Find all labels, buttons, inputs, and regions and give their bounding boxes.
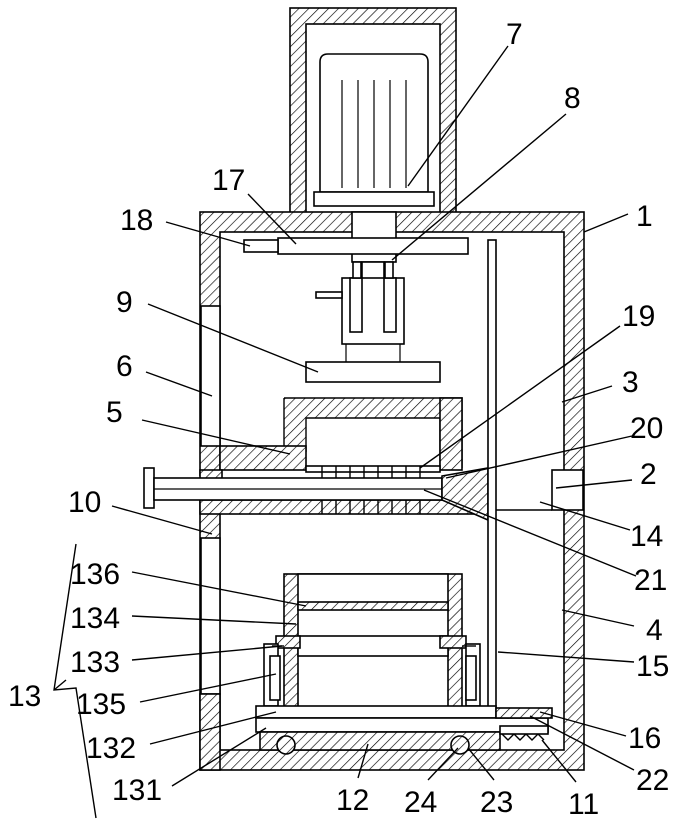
label-20: 20 [630, 412, 663, 445]
collection-box [264, 574, 480, 722]
label-11: 11 [568, 788, 599, 821]
label-136: 136 [70, 558, 120, 591]
label-23: 23 [480, 786, 513, 819]
label-16: 16 [628, 722, 661, 755]
label-4: 4 [646, 614, 663, 647]
label-9: 9 [116, 286, 133, 319]
cam-bar [244, 238, 468, 254]
label-18: 18 [120, 204, 153, 237]
label-135: 135 [76, 688, 126, 721]
label-24: 24 [404, 786, 437, 819]
label-21: 21 [634, 564, 667, 597]
label-12: 12 [336, 784, 369, 817]
label-133: 133 [70, 646, 120, 679]
label-13: 13 [8, 680, 41, 713]
label-5: 5 [106, 396, 123, 429]
wheel-right-icon [451, 736, 469, 754]
label-3: 3 [622, 366, 639, 399]
label-131: 131 [112, 774, 162, 807]
label-15: 15 [636, 650, 669, 683]
label-2: 2 [640, 458, 657, 491]
label-22: 22 [636, 764, 669, 797]
label-19: 19 [622, 300, 655, 333]
coupling [316, 262, 404, 362]
label-10: 10 [68, 486, 101, 519]
label-134: 134 [70, 602, 120, 635]
label-8: 8 [564, 82, 581, 115]
label-7: 7 [506, 18, 523, 51]
press-plate [306, 362, 440, 382]
wheel-left-icon [277, 736, 295, 754]
label-1: 1 [636, 200, 653, 233]
upper-hopper [220, 398, 462, 470]
guide-rod [488, 240, 496, 708]
label-17: 17 [212, 164, 245, 197]
label-132: 132 [86, 732, 136, 765]
label-14: 14 [630, 520, 663, 553]
label-6: 6 [116, 350, 133, 383]
motor [314, 54, 434, 206]
